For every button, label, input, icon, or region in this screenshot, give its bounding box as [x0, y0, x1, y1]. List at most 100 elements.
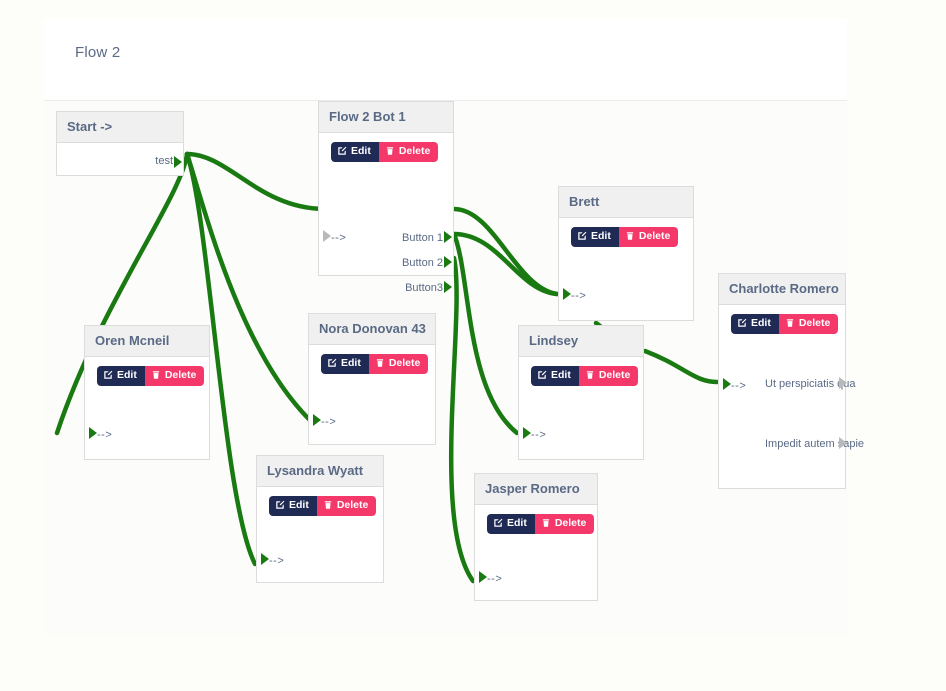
- port-arrow-icon: [444, 281, 452, 293]
- node-lysandra-wyatt-title: Lysandra Wyatt: [257, 456, 383, 487]
- node-flow-2-bot-1-title: Flow 2 Bot 1: [319, 102, 453, 133]
- node-start[interactable]: Start -> test: [56, 111, 184, 176]
- port-out-2[interactable]: Impedit autem sapie: [765, 437, 864, 452]
- node-nora-donovan-43[interactable]: Nora Donovan 43 Edit Delete: [308, 313, 436, 445]
- pencil-square-icon: [537, 370, 547, 380]
- node-oren-mcneil[interactable]: Oren Mcneil Edit Delete: [84, 325, 210, 460]
- edge-lindsey-to-charlotte: [642, 348, 720, 385]
- page-title: Flow 2: [75, 44, 121, 61]
- port-in[interactable]: -->: [313, 414, 337, 428]
- edge-button2-to-brett: [451, 231, 560, 297]
- port-in-label: -->: [531, 429, 547, 441]
- node-charlotte-romero-title: Charlotte Romero: [719, 274, 845, 305]
- port-out-button-2-label: Button 2: [402, 257, 443, 269]
- node-charlotte-romero-body: Edit Delete --> Ut perspiciatis qua: [719, 305, 864, 487]
- port-in[interactable]: -->: [479, 571, 503, 585]
- delete-button-label: Delete: [336, 499, 369, 511]
- node-start-body: test: [57, 143, 183, 174]
- delete-button[interactable]: Delete: [316, 496, 377, 516]
- node-oren-mcneil-body: Edit Delete -->: [85, 357, 209, 458]
- node-brett-body: Edit Delete -->: [559, 218, 693, 319]
- edit-button[interactable]: Edit: [269, 496, 317, 516]
- port-out-button-3[interactable]: Button3: [405, 281, 452, 294]
- delete-button-label: Delete: [398, 145, 431, 157]
- port-out-1-label: Ut perspiciatis qua: [765, 378, 856, 390]
- edit-button[interactable]: Edit: [97, 366, 145, 386]
- pencil-square-icon: [103, 370, 113, 380]
- pencil-square-icon: [337, 146, 347, 156]
- port-arrow-icon: [723, 378, 731, 390]
- node-oren-mcneil-title: Oren Mcneil: [85, 326, 209, 357]
- edge-button2-to-lindsey: [451, 231, 520, 436]
- edit-button[interactable]: Edit: [331, 142, 379, 162]
- edit-button-label: Edit: [591, 230, 611, 242]
- port-out-test[interactable]: test: [155, 155, 182, 168]
- header-card: [44, 18, 847, 100]
- port-in[interactable]: -->: [323, 230, 347, 244]
- edit-button-label: Edit: [289, 499, 309, 511]
- edge-start-to-bot: [184, 151, 328, 212]
- port-in[interactable]: -->: [723, 378, 746, 392]
- trash-icon: [323, 500, 333, 510]
- port-arrow-icon: [89, 427, 97, 439]
- node-charlotte-romero[interactable]: Charlotte Romero Edit Delete: [718, 273, 864, 489]
- port-in[interactable]: -->: [89, 427, 112, 441]
- edit-button-label: Edit: [507, 517, 527, 529]
- edit-button[interactable]: Edit: [571, 227, 619, 247]
- edit-button-label: Edit: [341, 357, 361, 369]
- port-out-1[interactable]: Ut perspiciatis qua: [765, 377, 856, 392]
- edit-button-label: Edit: [117, 369, 137, 381]
- trash-icon: [385, 146, 395, 156]
- node-jasper-romero[interactable]: Jasper Romero Edit Delete: [474, 473, 598, 601]
- delete-button[interactable]: Delete: [578, 366, 639, 386]
- node-lindsey-body: Edit Delete -->: [519, 357, 643, 458]
- port-in-label: -->: [321, 416, 337, 428]
- delete-button-label: Delete: [164, 369, 197, 381]
- port-out-button-2[interactable]: Button 2: [402, 256, 452, 269]
- port-in[interactable]: -->: [261, 553, 285, 567]
- pencil-square-icon: [327, 358, 337, 368]
- port-arrow-icon: [174, 156, 182, 168]
- port-arrow-icon: [444, 231, 452, 243]
- delete-button-label: Delete: [388, 357, 421, 369]
- delete-button[interactable]: Delete: [618, 227, 679, 247]
- delete-button[interactable]: Delete: [144, 366, 205, 386]
- port-arrow-icon: [313, 414, 321, 426]
- node-start-title: Start ->: [57, 112, 183, 143]
- action-buttons: Edit Delete: [519, 357, 643, 386]
- port-out-button-1[interactable]: Button 1: [402, 231, 452, 244]
- node-lindsey-title: Lindsey: [519, 326, 643, 357]
- port-in[interactable]: -->: [563, 288, 586, 302]
- node-lindsey[interactable]: Lindsey Edit Delete: [518, 325, 644, 460]
- edit-button[interactable]: Edit: [731, 314, 779, 334]
- port-out-test-label: test: [155, 155, 173, 167]
- edit-button[interactable]: Edit: [487, 514, 535, 534]
- edge-button3-to-jasper: [448, 255, 476, 584]
- port-in[interactable]: -->: [523, 427, 547, 441]
- port-in-label: -->: [269, 555, 285, 567]
- delete-button[interactable]: Delete: [378, 142, 439, 162]
- node-brett-title: Brett: [559, 187, 693, 218]
- node-lysandra-wyatt-body: Edit Delete -->: [257, 487, 383, 581]
- delete-button[interactable]: Delete: [534, 514, 595, 534]
- port-arrow-icon: [261, 553, 269, 565]
- node-nora-donovan-43-body: Edit Delete -->: [309, 345, 435, 443]
- node-lysandra-wyatt[interactable]: Lysandra Wyatt Edit Delete: [256, 455, 384, 583]
- node-brett[interactable]: Brett Edit Delete: [558, 186, 694, 321]
- port-arrow-icon: [523, 427, 531, 439]
- edit-button[interactable]: Edit: [531, 366, 579, 386]
- pencil-square-icon: [737, 318, 747, 328]
- delete-button[interactable]: Delete: [778, 314, 839, 334]
- edit-button[interactable]: Edit: [321, 354, 369, 374]
- flow-canvas[interactable]: Start -> test Flow 2 Bot 1 Edit: [44, 100, 864, 636]
- port-in-label: -->: [331, 232, 347, 244]
- node-flow-2-bot-1[interactable]: Flow 2 Bot 1 Edit Delete: [318, 101, 454, 294]
- port-in-label: -->: [487, 573, 503, 585]
- port-out-2-label: Impedit autem sapie: [765, 438, 865, 450]
- port-out-button-1-label: Button 1: [402, 232, 443, 244]
- port-arrow-icon: [839, 437, 847, 449]
- delete-button[interactable]: Delete: [368, 354, 429, 374]
- port-arrow-icon: [479, 571, 487, 583]
- node-jasper-romero-body: Edit Delete -->: [475, 505, 597, 599]
